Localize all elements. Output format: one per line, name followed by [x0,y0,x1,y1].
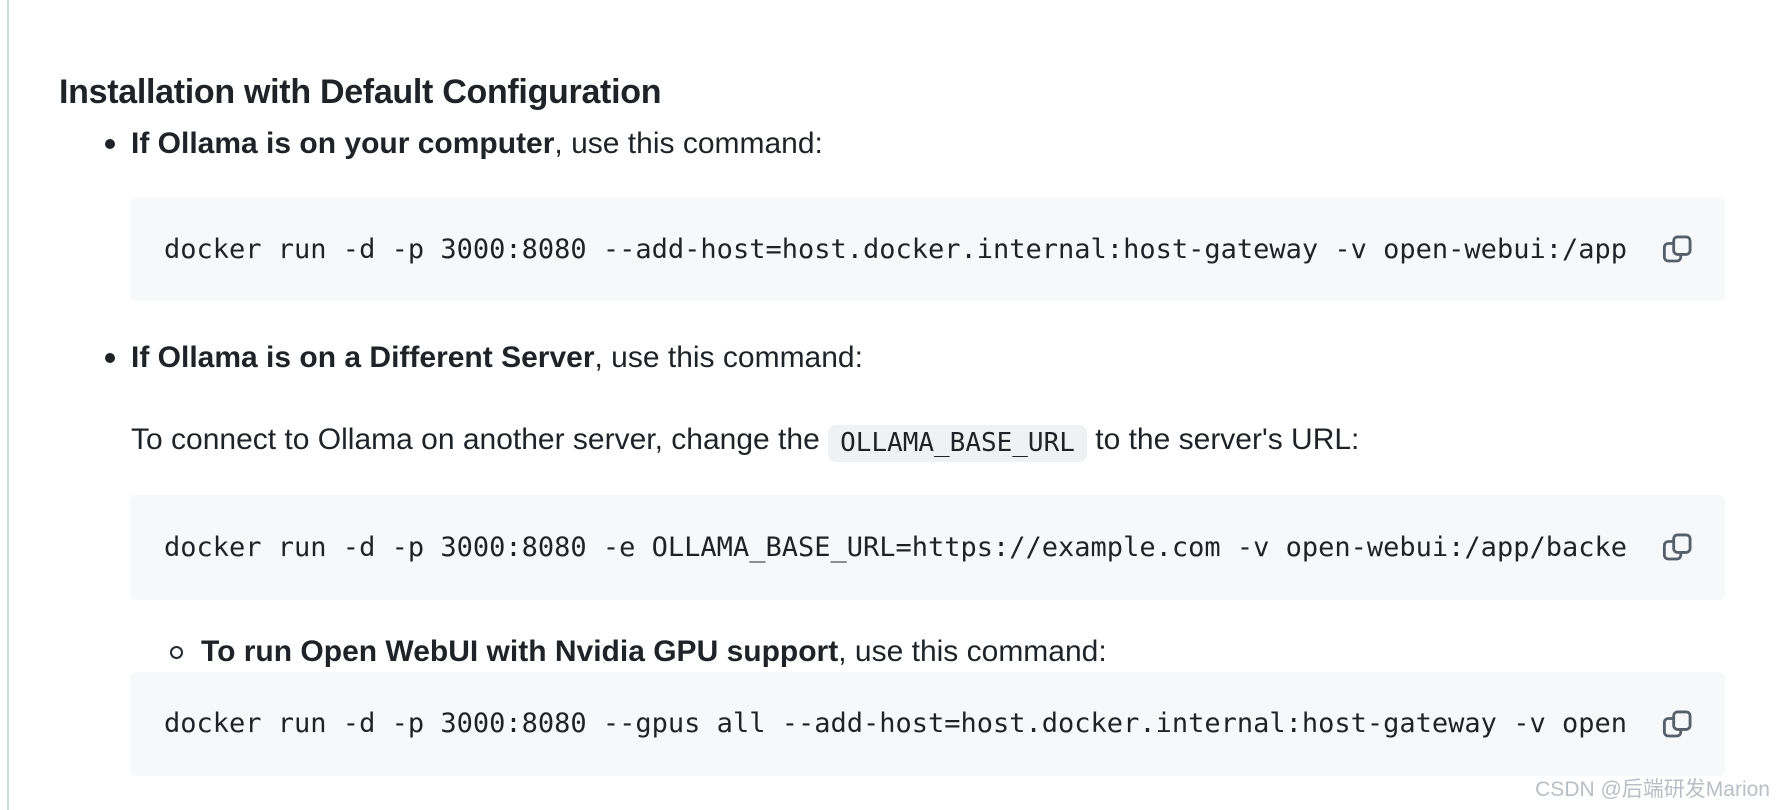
ollama-base-url-paragraph: To connect to Ollama on another server, … [131,420,1359,462]
bullet-item-bold-text: If Ollama is on your computer [131,127,555,160]
bullet-item-different-server: If Ollama is on a Different Server, use … [105,338,863,378]
bullet-disc-icon [105,353,115,363]
bullet-circle-icon [170,646,183,659]
code-block-gpu-support: docker run -d -p 3000:8080 --gpus all --… [130,672,1725,776]
bullet-item-rest-text: , use this command: [838,635,1107,668]
copy-button[interactable] [1660,707,1695,742]
copy-button[interactable] [1660,232,1695,267]
copy-icon [1662,710,1692,737]
code-block-remote-ollama: docker run -d -p 3000:8080 -e OLLAMA_BAS… [130,495,1725,600]
bullet-disc-icon [105,139,115,149]
copy-icon [1662,235,1692,263]
page-left-border [7,0,9,810]
paragraph-text-before: To connect to Ollama on another server, … [131,423,829,456]
code-text: docker run -d -p 3000:8080 --gpus all --… [164,708,1627,739]
paragraph-text-after: to the server's URL: [1086,423,1360,456]
bullet-item-bold-text: If Ollama is on a Different Server [131,341,595,374]
code-block-local-ollama: docker run -d -p 3000:8080 --add-host=ho… [130,198,1725,301]
inline-code-chip: OLLAMA_BASE_URL [828,425,1087,462]
copy-icon [1662,533,1692,561]
bullet-item-rest-text: , use this command: [594,341,863,374]
code-text: docker run -d -p 3000:8080 -e OLLAMA_BAS… [164,531,1627,563]
bullet-item-rest-text: , use this command: [554,127,823,160]
bullet-item-bold-text: To run Open WebUI with Nvidia GPU suppor… [201,635,839,668]
bullet-item-ollama-computer: If Ollama is on your computer, use this … [105,124,823,164]
code-text: docker run -d -p 3000:8080 --add-host=ho… [164,233,1627,265]
csdn-watermark: CSDN @后端研发Marion [1535,778,1770,801]
page-title: Installation with Default Configuration [59,73,662,112]
sub-bullet-item-nvidia-gpu: To run Open WebUI with Nvidia GPU suppor… [170,632,1107,672]
copy-button[interactable] [1660,530,1695,565]
